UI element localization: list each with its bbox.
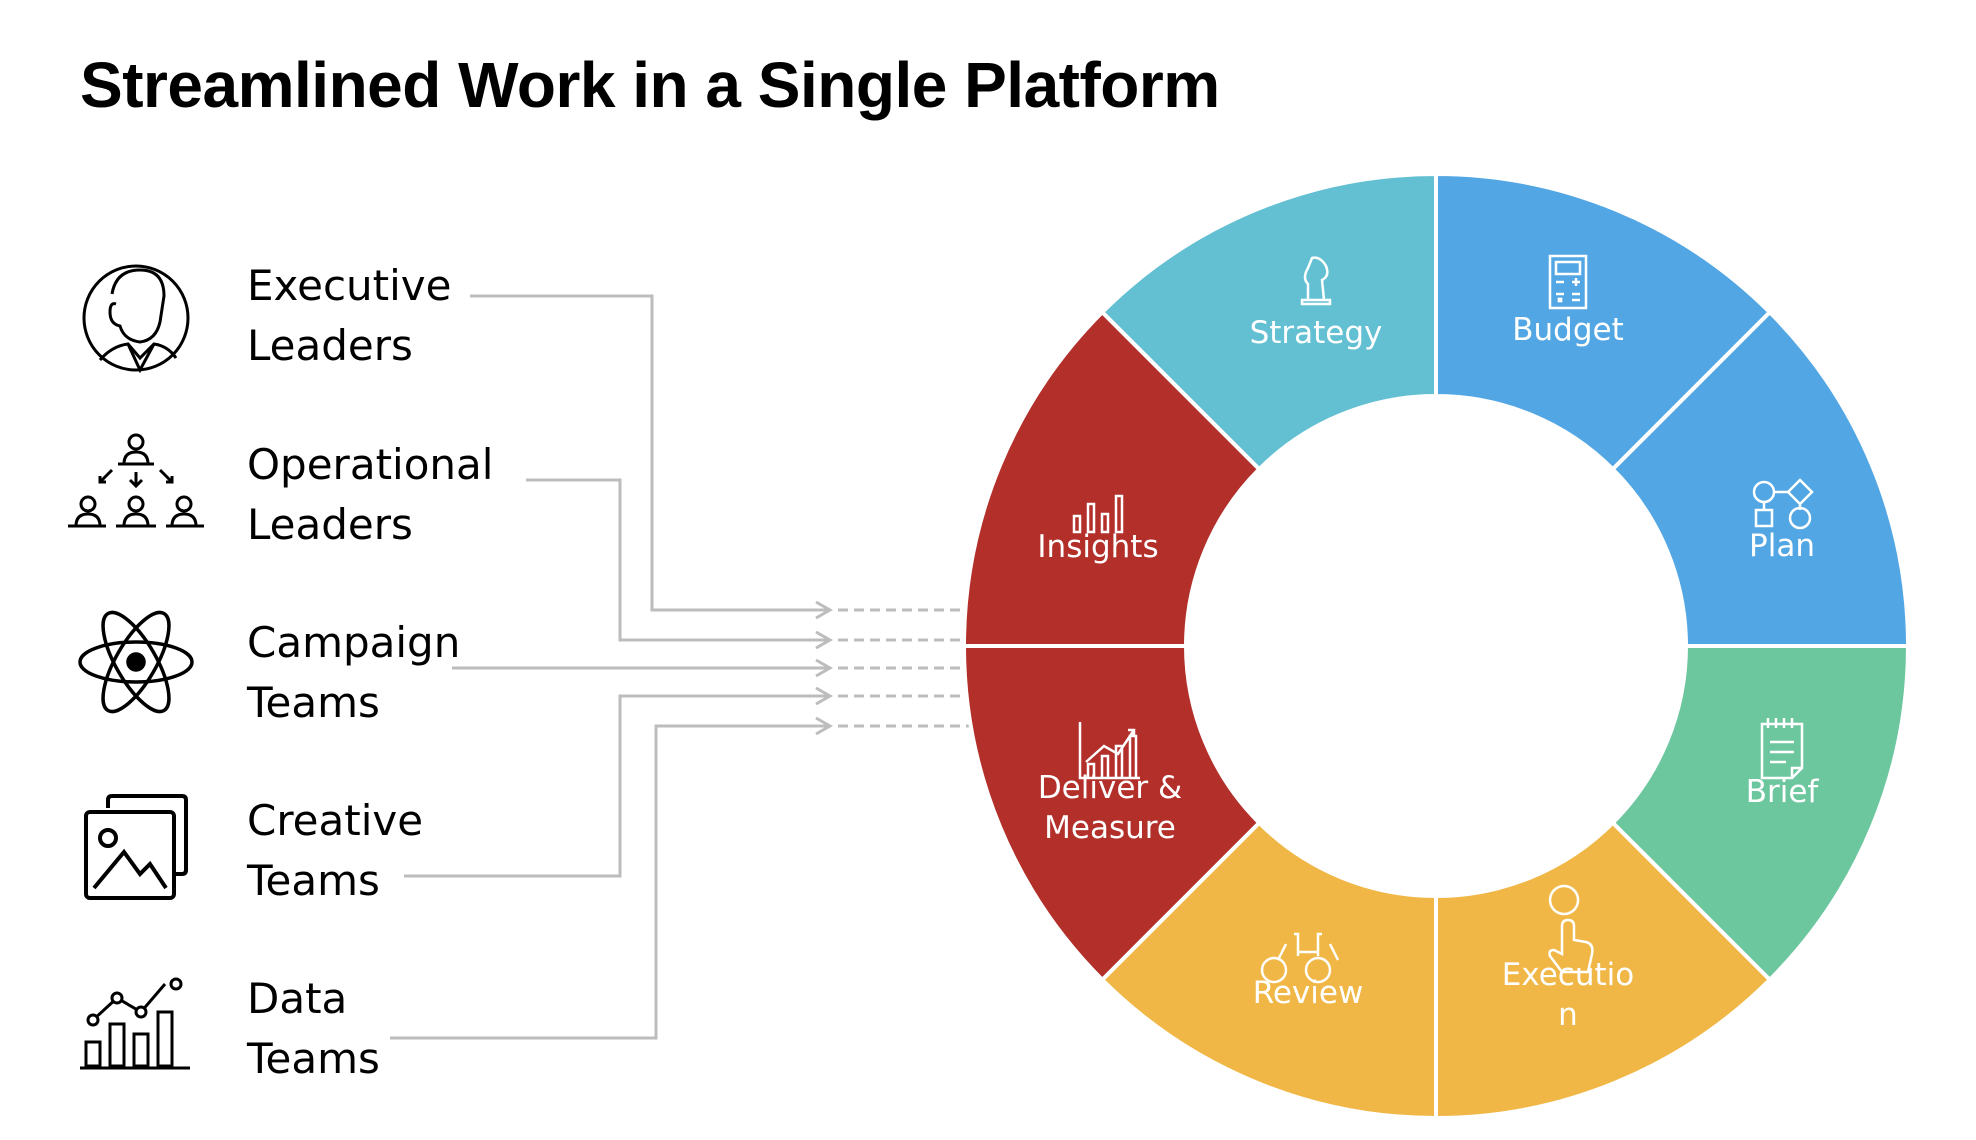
connector-data xyxy=(390,724,828,1040)
executive-person-icon xyxy=(82,264,190,374)
hand-pointer-icon xyxy=(1548,884,1594,974)
connector-executive xyxy=(470,294,828,612)
cycle-label-brief: Brief xyxy=(1746,774,1820,810)
cycle-label-review: Review xyxy=(1253,975,1364,1011)
calculator-icon xyxy=(1548,254,1588,310)
chess-knight-icon xyxy=(1300,256,1332,306)
bar-chart-icon xyxy=(1072,494,1124,534)
notepad-icon xyxy=(1760,718,1804,780)
connector-arrowheads xyxy=(815,600,834,736)
page-title: Streamlined Work in a Single Platform xyxy=(80,49,1220,121)
binoculars-icon xyxy=(1260,932,1340,984)
flowchart-icon xyxy=(1752,478,1814,530)
org-hierarchy-icon xyxy=(68,433,204,528)
connector-operational xyxy=(526,478,828,642)
cycle-label-strategy: Strategy xyxy=(1250,315,1383,351)
cycle-label-delivermeasure: Deliver &Measure xyxy=(1038,770,1182,846)
image-gallery-icon xyxy=(84,794,188,900)
cycle-label-insights: Insights xyxy=(1037,529,1158,565)
connector-lines xyxy=(390,294,970,1040)
connector-dashes xyxy=(838,608,970,728)
bar-line-chart-icon xyxy=(80,977,190,1070)
growth-chart-icon xyxy=(1078,722,1140,780)
connector-creative xyxy=(404,694,828,878)
cycle-label-plan: Plan xyxy=(1749,528,1815,564)
atom-icon xyxy=(78,610,194,714)
cycle-segment-delivermeasure xyxy=(961,644,1263,983)
cycle-segment-insights xyxy=(961,309,1263,648)
cycle-label-budget: Budget xyxy=(1512,312,1624,348)
cycle-segment-execution xyxy=(1434,819,1773,1121)
cycle-segment-plan xyxy=(1609,309,1911,648)
